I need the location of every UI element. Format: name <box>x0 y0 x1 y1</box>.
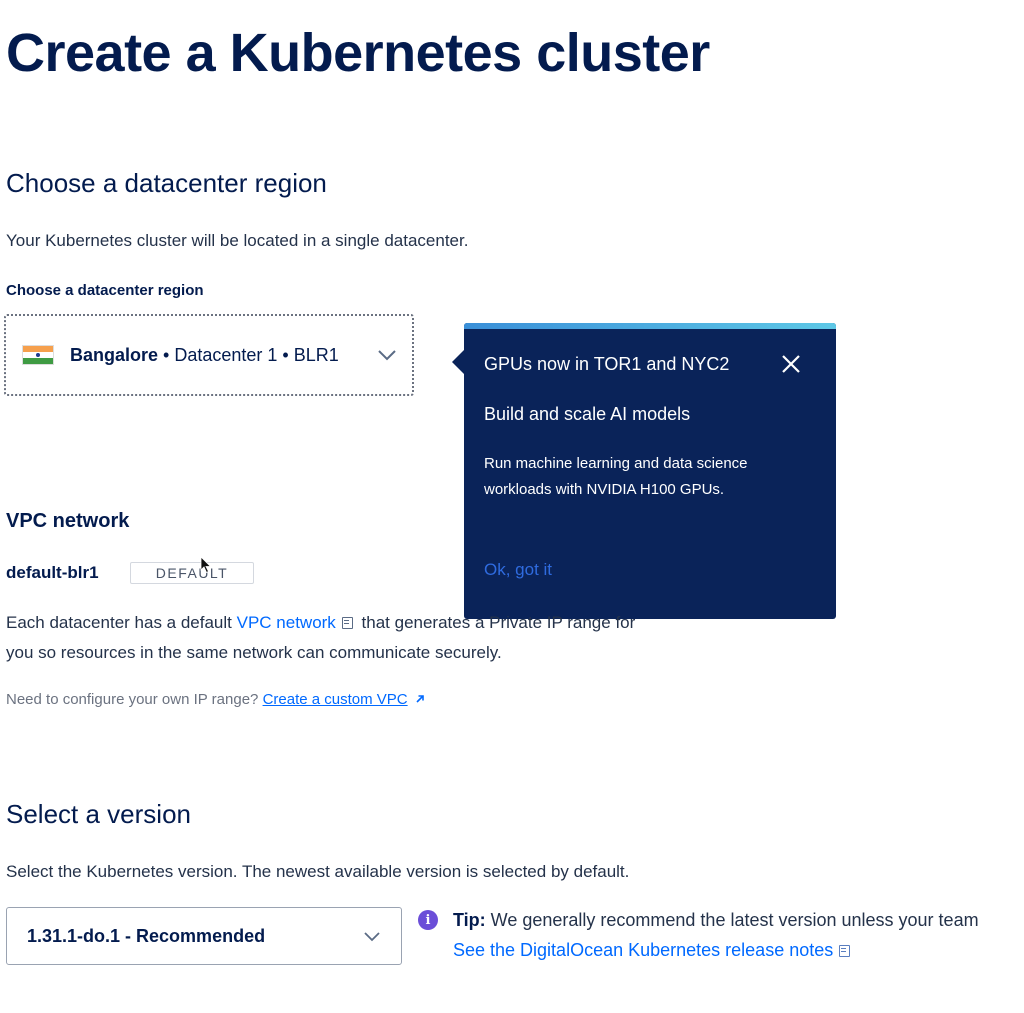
mouse-cursor-icon <box>200 556 212 574</box>
create-custom-vpc-link[interactable]: Create a custom VPC <box>262 691 408 708</box>
region-heading: Choose a datacenter region <box>6 168 327 198</box>
vpc-network-name: default-blr1 <box>6 563 99 582</box>
vpc-description-line2: you so resources in the same network can… <box>6 643 502 662</box>
region-detail: • Datacenter 1 • BLR1 <box>158 344 339 365</box>
india-flag-icon <box>22 345 54 365</box>
vpc-desc-after: that generates a Private IP range for <box>356 613 636 632</box>
vpc-heading: VPC network <box>6 510 130 532</box>
version-description: Select the Kubernetes version. The newes… <box>6 862 630 881</box>
region-field-label: Choose a datacenter region <box>6 282 204 299</box>
close-icon[interactable] <box>780 353 802 375</box>
release-notes-link[interactable]: See the DigitalOcean Kubernetes release … <box>453 940 834 960</box>
custom-vpc-row: Need to configure your own IP range? Cre… <box>6 691 425 708</box>
default-badge: DEFAULT <box>130 562 254 584</box>
tooltip-arrow <box>452 350 464 374</box>
region-select[interactable]: Bangalore • Datacenter 1 • BLR1 <box>4 314 414 396</box>
release-notes-row: See the DigitalOcean Kubernetes release … <box>453 940 854 961</box>
gpu-promo-tooltip: GPUs now in TOR1 and NYC2 Build and scal… <box>452 323 836 619</box>
info-icon: i <box>418 910 438 930</box>
region-city: Bangalore <box>70 344 159 365</box>
vpc-network-link[interactable]: VPC network <box>236 613 336 632</box>
version-select-value: 1.31.1-do.1 - Recommended <box>27 925 266 946</box>
region-description: Your Kubernetes cluster will be located … <box>6 231 469 250</box>
tooltip-ok-button[interactable]: Ok, got it <box>484 560 553 579</box>
tooltip-subtitle: Build and scale AI models <box>484 404 691 424</box>
custom-vpc-prompt: Need to configure your own IP range? <box>6 691 263 708</box>
tip-text: Tip: We generally recommend the latest v… <box>453 910 979 931</box>
tooltip-description: Run machine learning and data science wo… <box>484 455 748 498</box>
chevron-down-icon[interactable] <box>376 344 398 366</box>
tip-label: Tip: <box>453 910 486 930</box>
tooltip-accent-bar <box>464 323 836 329</box>
vpc-description-line1: Each datacenter has a default VPC networ… <box>6 613 728 633</box>
tip-body: We generally recommend the latest versio… <box>485 910 979 930</box>
chevron-down-icon[interactable] <box>361 925 383 947</box>
page-title: Create a Kubernetes cluster <box>6 23 710 83</box>
region-select-value: Bangalore • Datacenter 1 • BLR1 <box>70 345 376 366</box>
vpc-desc-before: Each datacenter has a default <box>6 613 237 632</box>
docs-icon <box>341 617 353 629</box>
docs-icon <box>839 945 851 957</box>
version-select[interactable]: 1.31.1-do.1 - Recommended <box>6 907 402 965</box>
external-link-icon <box>416 695 424 703</box>
version-heading: Select a version <box>6 799 191 829</box>
tooltip-title: GPUs now in TOR1 and NYC2 <box>484 354 730 374</box>
